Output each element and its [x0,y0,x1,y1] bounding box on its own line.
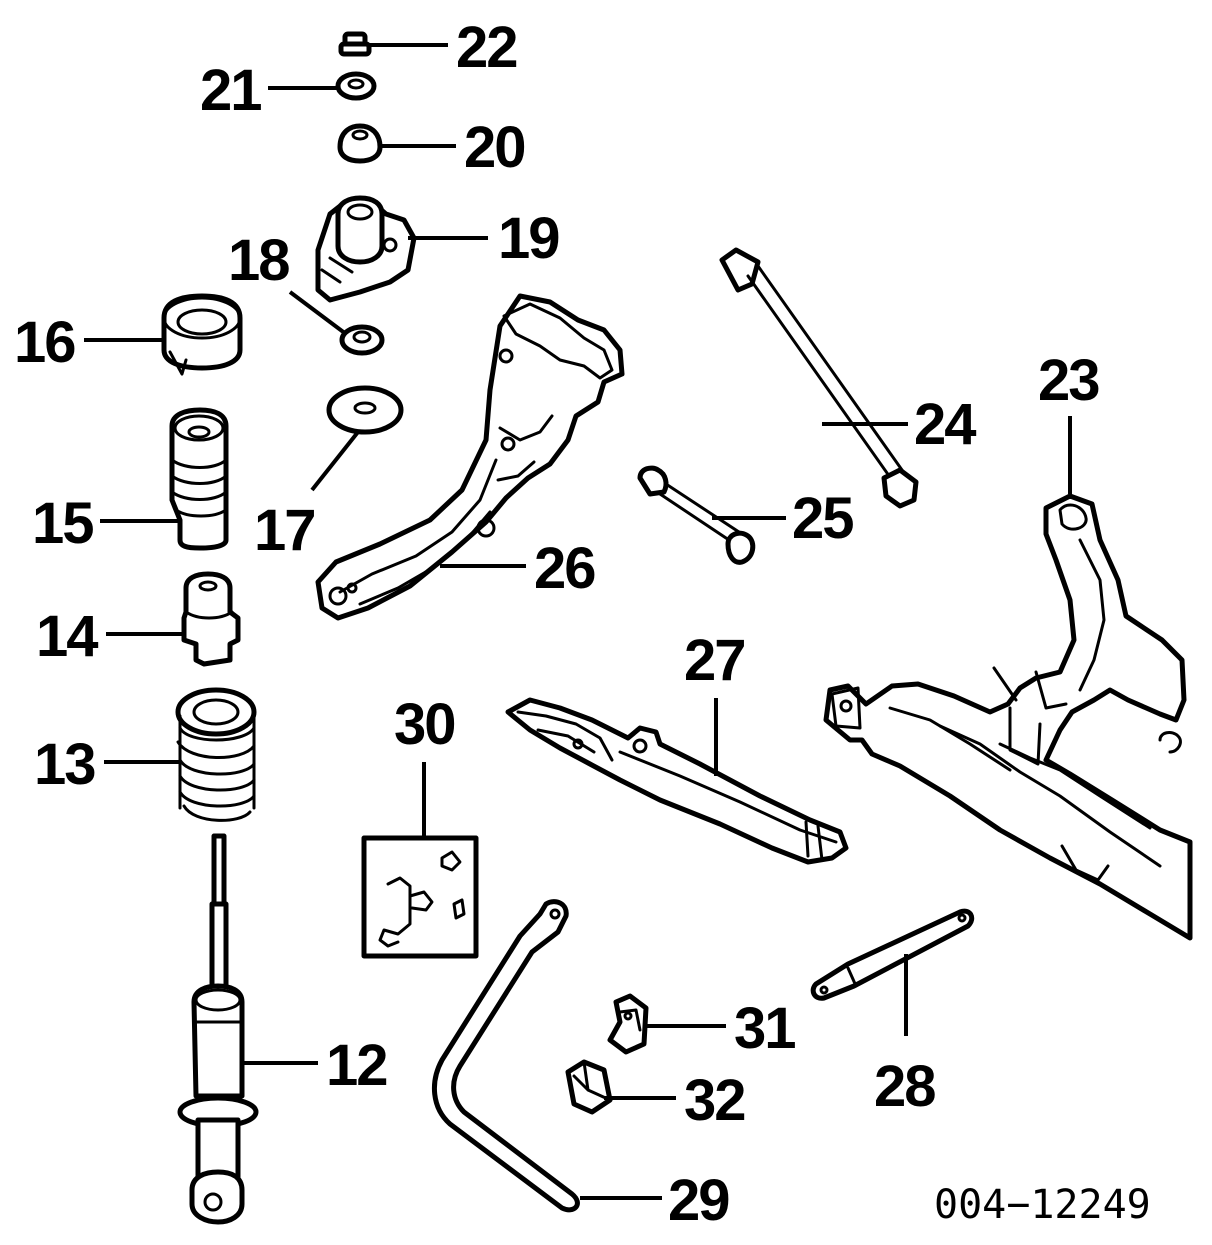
callout-20[interactable]: 20 [464,115,527,180]
callout-13[interactable]: 13 [34,732,97,797]
callout-21[interactable]: 21 [200,58,263,123]
callout-12[interactable]: 12 [326,1033,389,1098]
callout-25[interactable]: 25 [792,486,855,551]
diagram-code: 004−12249 [934,1182,1151,1228]
part-30-stabilizer-link-kit[interactable] [361,835,479,959]
part-23-crossmember[interactable] [823,493,1193,941]
callout-18[interactable]: 18 [228,228,291,293]
part-29-stabilizer-bar[interactable] [431,899,580,1213]
part-27-lower-arm[interactable] [505,697,849,865]
part-15-dust-boot[interactable] [169,407,229,551]
callout-14[interactable]: 14 [36,604,100,669]
part-32-bar-bushing[interactable] [565,1059,613,1115]
part-13-coil-spring[interactable] [175,687,257,822]
part-25-toe-link[interactable] [637,465,756,565]
callout-27[interactable]: 27 [684,628,747,693]
part-31-bar-clamp[interactable] [607,993,649,1055]
part-17-plate-washer[interactable] [326,385,404,435]
callout-26[interactable]: 26 [534,536,597,601]
part-22-nut[interactable] [338,31,372,57]
callout-19[interactable]: 19 [498,206,561,271]
part-20-bushing[interactable] [337,123,383,164]
callout-22[interactable]: 22 [456,15,519,80]
callout-32[interactable]: 32 [684,1068,747,1133]
callout-23[interactable]: 23 [1038,348,1101,413]
leader-18 [288,290,348,336]
callout-31[interactable]: 31 [734,996,797,1061]
callout-24[interactable]: 24 [914,392,978,457]
part-12-shock-absorber[interactable] [177,833,259,1225]
part-14-jounce-bumper[interactable] [181,571,241,667]
callout-16[interactable]: 16 [14,310,77,375]
callout-17[interactable]: 17 [254,498,317,563]
part-21-washer[interactable] [335,71,377,101]
part-24-lateral-link[interactable] [719,247,919,509]
callout-29[interactable]: 29 [668,1168,731,1233]
part-16-spring-seat[interactable] [161,293,243,376]
part-26-trailing-arm[interactable] [315,293,625,621]
part-18-washer[interactable] [339,324,385,356]
callout-28[interactable]: 28 [874,1054,937,1119]
leader-17 [310,430,360,492]
part-19-upper-mount[interactable] [315,195,417,303]
part-28-brace[interactable] [810,908,975,1001]
callout-15[interactable]: 15 [32,491,95,556]
callout-30[interactable]: 30 [394,692,457,757]
